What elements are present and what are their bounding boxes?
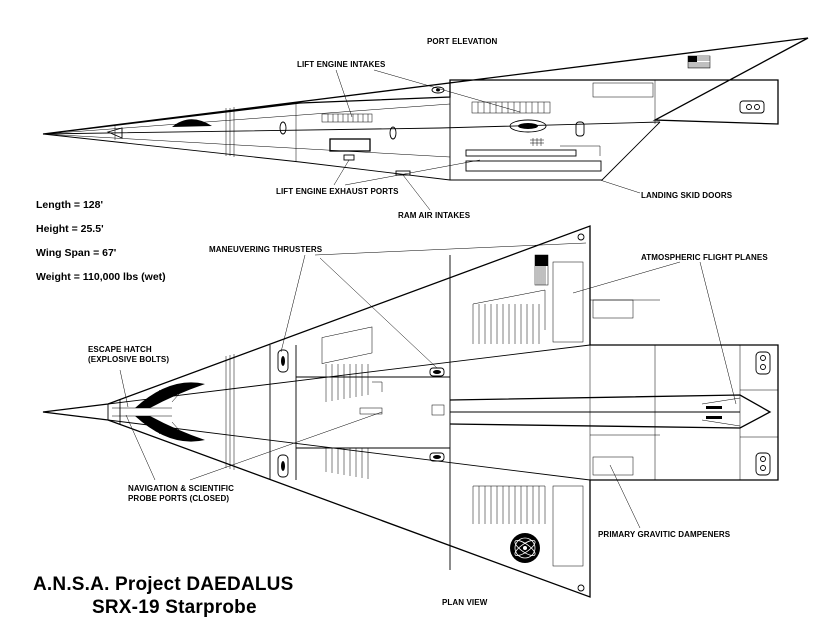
title-line2: SRX-19 Starprobe bbox=[92, 597, 257, 618]
ansa-emblem-icon bbox=[510, 533, 540, 563]
spec-wing-span: Wing Span = 67' bbox=[36, 247, 117, 259]
flag-icon-side bbox=[687, 55, 711, 69]
label-ram-air-intakes: RAM AIR INTAKES bbox=[398, 211, 471, 220]
label-lift-engine-intakes: LIFT ENGINE INTAKES bbox=[297, 60, 386, 69]
escape-hatch-line1: ESCAPE HATCH bbox=[88, 345, 152, 354]
label-navigation-probe-ports: NAVIGATION & SCIENTIFIC PROBE PORTS (CLO… bbox=[128, 484, 234, 504]
label-port-elevation: PORT ELEVATION bbox=[427, 37, 498, 46]
label-escape-hatch: ESCAPE HATCH (EXPLOSIVE BOLTS) bbox=[88, 345, 169, 365]
label-landing-skid-doors: LANDING SKID DOORS bbox=[641, 191, 733, 200]
label-plan-view: PLAN VIEW bbox=[442, 598, 488, 607]
leader-lines bbox=[119, 69, 737, 529]
nav-probe-line2: PROBE PORTS (CLOSED) bbox=[128, 494, 230, 503]
spec-length: Length = 128' bbox=[36, 199, 103, 211]
label-primary-gravitic-dampeners: PRIMARY GRAVITIC DAMPENERS bbox=[598, 530, 731, 539]
label-lift-engine-exhaust-ports: LIFT ENGINE EXHAUST PORTS bbox=[276, 187, 399, 196]
nav-probe-line1: NAVIGATION & SCIENTIFIC bbox=[128, 484, 235, 493]
port-elevation-drawing bbox=[42, 37, 809, 181]
plan-view-drawing bbox=[42, 225, 779, 598]
label-atmospheric-flight-planes: ATMOSPHERIC FLIGHT PLANES bbox=[641, 253, 768, 262]
flag-icon-top bbox=[534, 254, 549, 286]
spec-weight: Weight = 110,000 lbs (wet) bbox=[36, 271, 166, 283]
label-maneuvering-thrusters: MANEUVERING THRUSTERS bbox=[209, 245, 323, 254]
spec-height: Height = 25.5' bbox=[36, 223, 104, 235]
title-line1: A.N.S.A. Project DAEDALUS bbox=[33, 574, 294, 595]
escape-hatch-line2: (EXPLOSIVE BOLTS) bbox=[88, 355, 170, 364]
